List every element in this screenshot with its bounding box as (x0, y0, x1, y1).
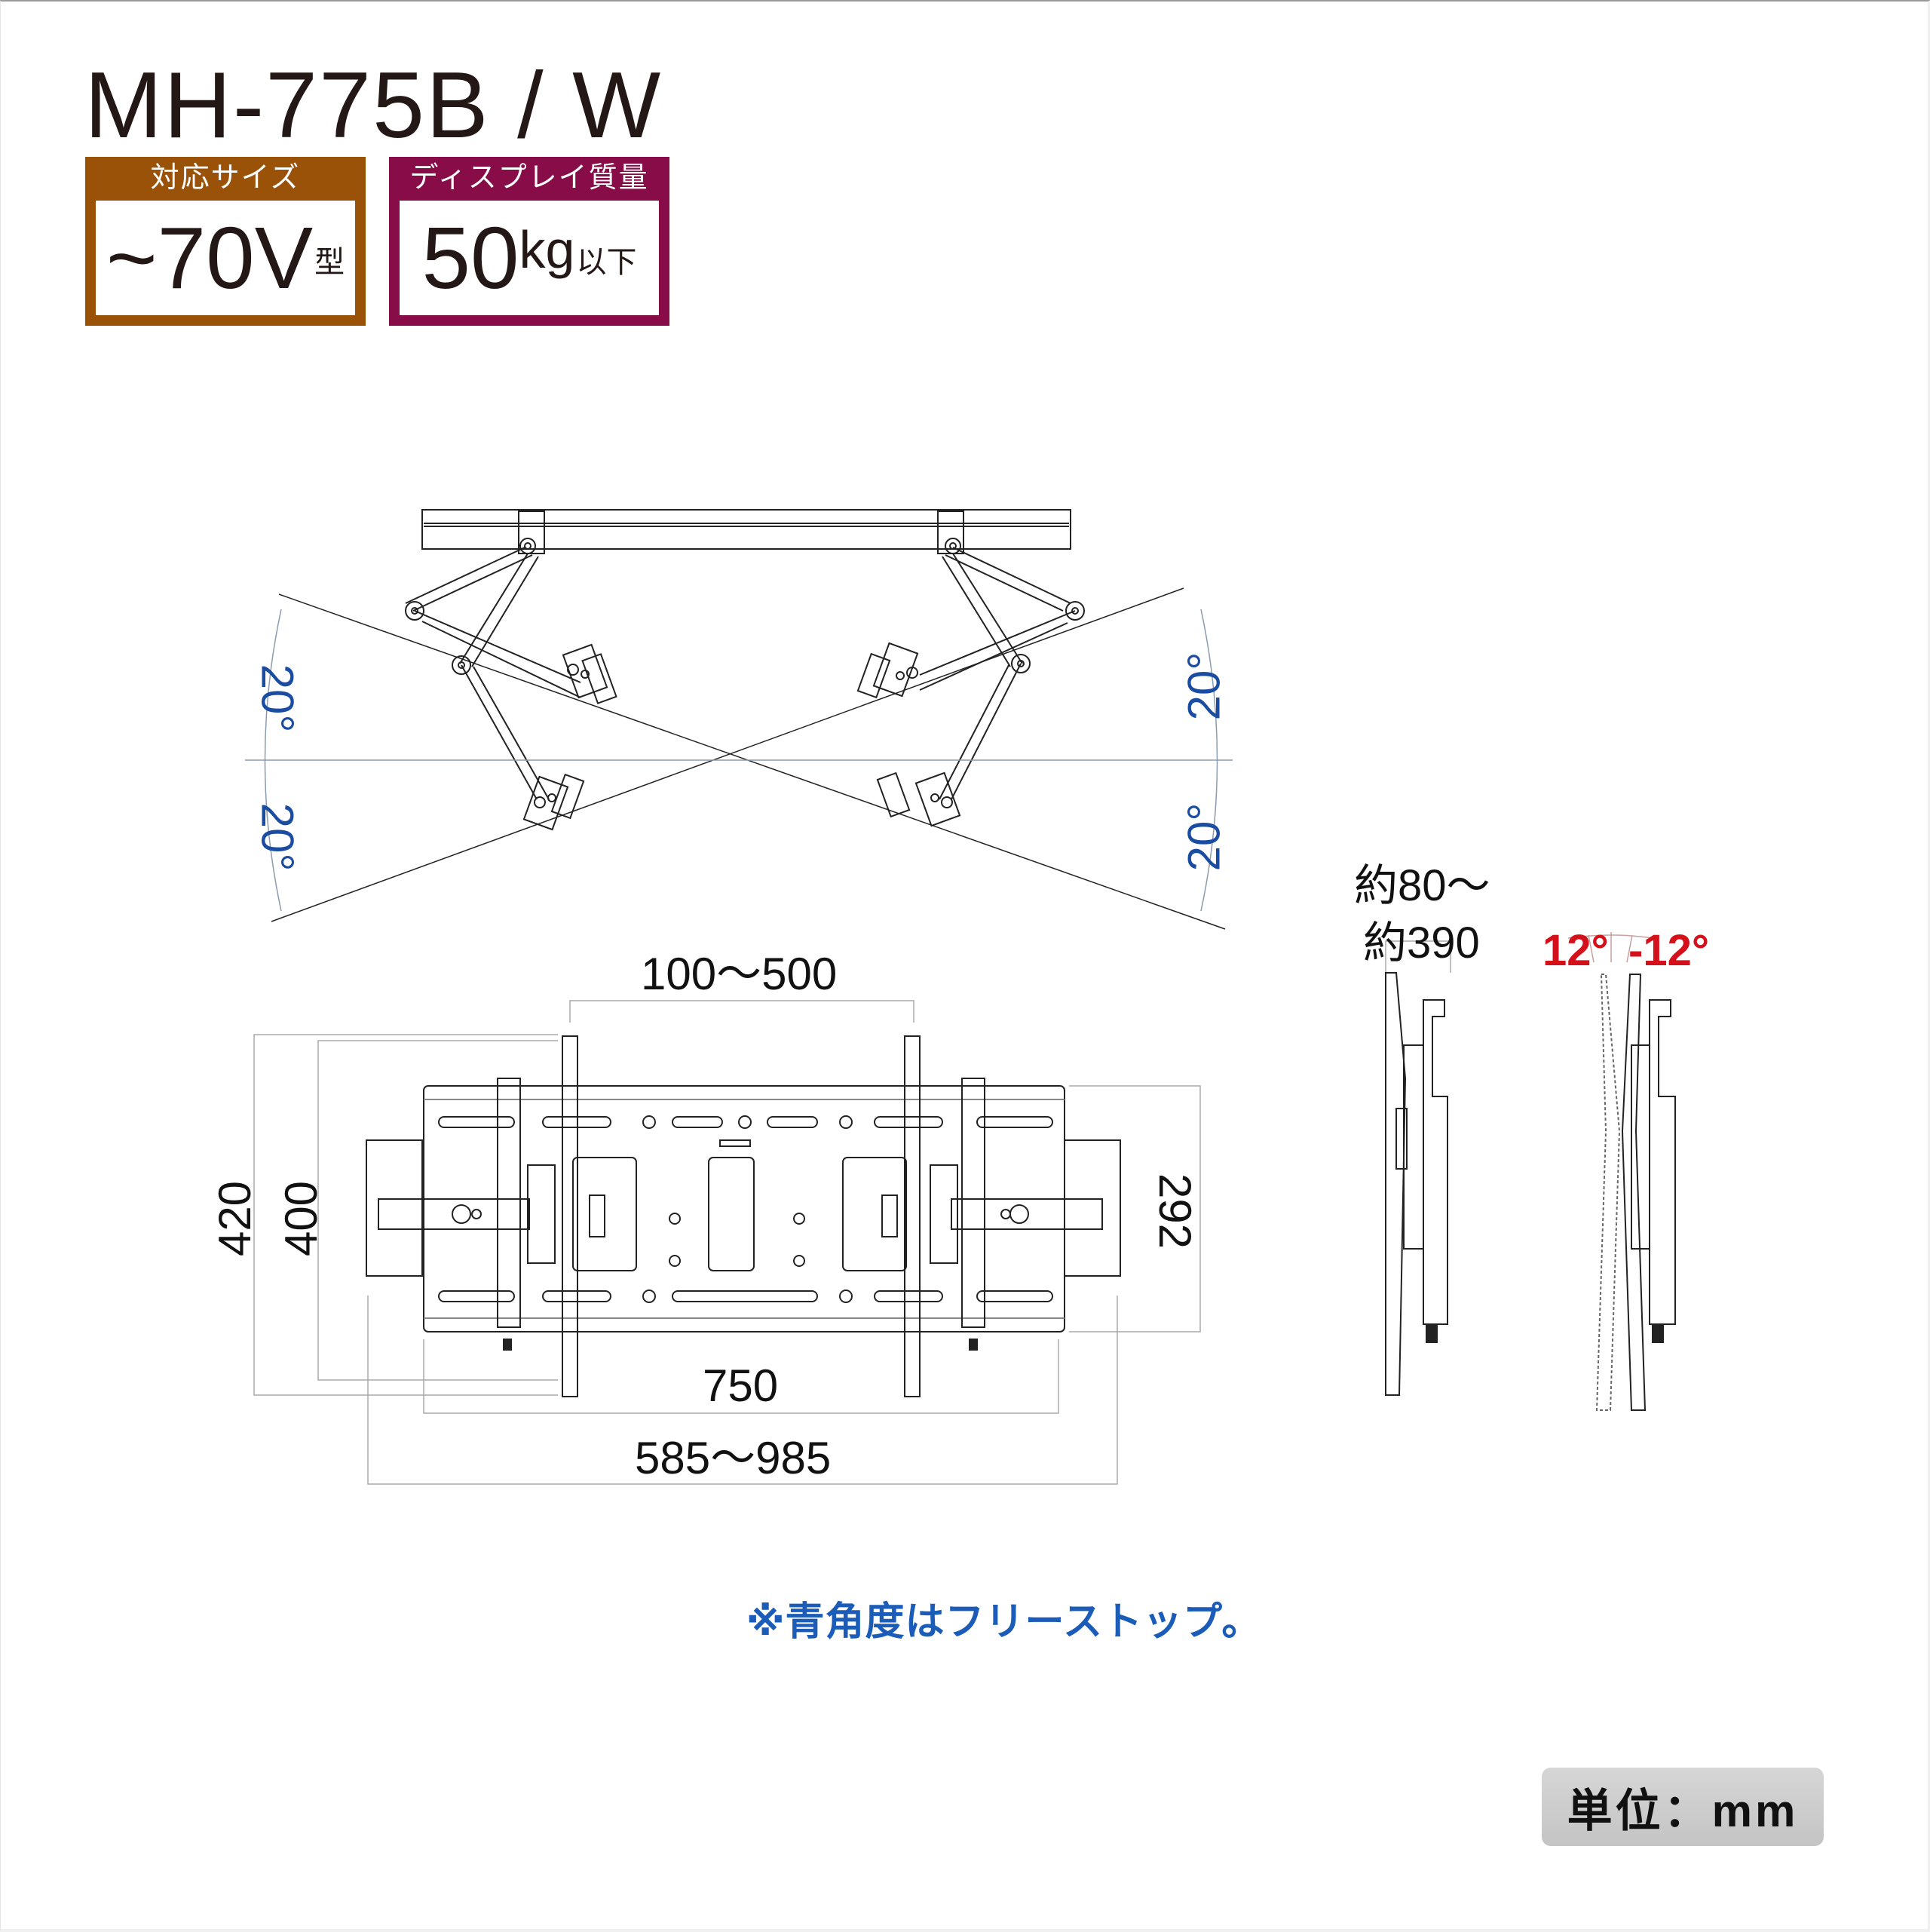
spec-badge-weight: ディスプレイ質量 50 kg 以下 (389, 157, 669, 326)
spec-size-suffix: 型 (314, 246, 345, 279)
spec-weight-value: 50 (421, 209, 519, 307)
top-view-drawing (405, 509, 1085, 831)
model-title: MH-775B / W (84, 54, 663, 158)
swivel-guide-lines (245, 587, 1233, 930)
dim-arm-span: 585〜985 (635, 1433, 832, 1483)
spec-size-value-box: ~ 70V 型 (96, 201, 355, 315)
unit-label: 単位：mm (1567, 1785, 1799, 1836)
swivel-angle-right-upper: 20° (1178, 652, 1230, 721)
dim-depth-max: 約390 (1363, 918, 1480, 968)
swivel-angle-left-lower: 20° (252, 802, 303, 872)
spec-weight-suffix: 以下 (576, 246, 637, 279)
dim-plate-height: 292 (1150, 1173, 1201, 1250)
dim-vesa-horizontal: 100〜500 (641, 949, 838, 999)
dim-plate-width: 750 (703, 1360, 779, 1411)
spec-size-value: 70V (157, 209, 314, 307)
side-view-drawing (1385, 932, 1676, 1411)
dim-overall-height: 420 (210, 1180, 261, 1257)
spec-badge-size: 対応サイズ ~ 70V 型 (85, 157, 366, 326)
dim-depth-min: 約80〜 (1354, 861, 1490, 910)
tilt-angle-up: 12° (1542, 926, 1609, 975)
free-stop-note: ※青角度はフリーストップ。 (746, 1600, 1262, 1644)
spec-size-prefix: ~ (106, 209, 158, 307)
swivel-angle-right-lower: 20° (1178, 802, 1230, 872)
front-dimension-lines (253, 1000, 1201, 1485)
front-view-drawing (366, 1035, 1121, 1397)
unit-badge: 単位：mm (1542, 1768, 1824, 1846)
spec-weight-header: ディスプレイ質量 (409, 162, 649, 194)
spec-weight-unit: kg (519, 220, 575, 279)
spec-size-header: 対応サイズ (150, 162, 301, 194)
tilt-angle-down: -12° (1628, 926, 1710, 975)
swivel-angle-left-upper: 20° (252, 664, 303, 733)
dim-vesa-vertical: 400 (276, 1180, 327, 1257)
spec-weight-value-box: 50 kg 以下 (400, 201, 659, 315)
